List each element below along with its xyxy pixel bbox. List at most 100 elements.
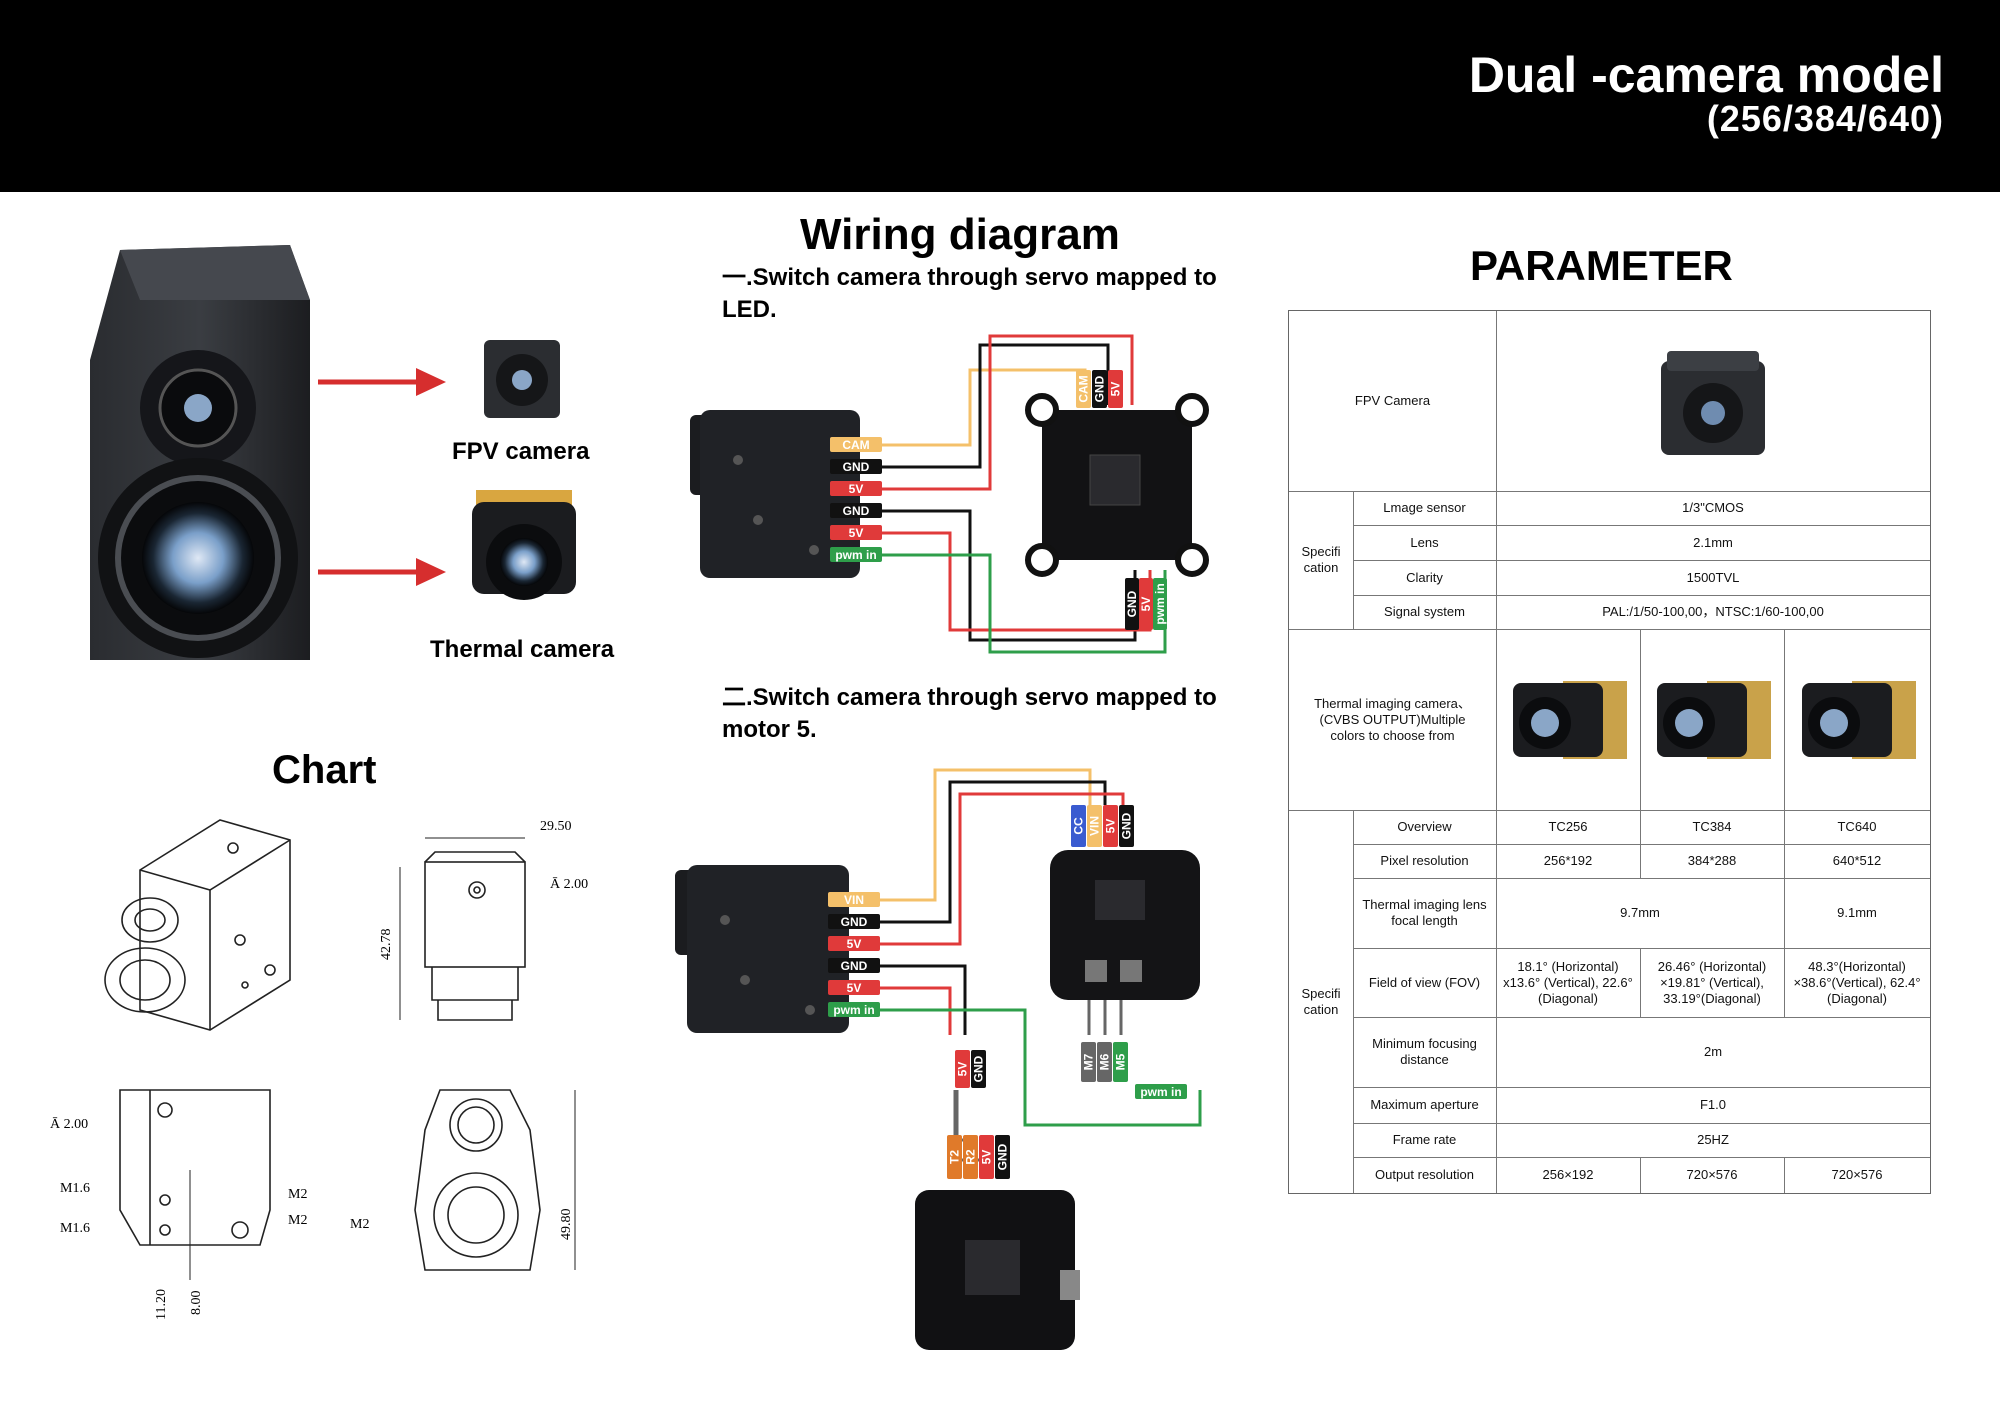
pixel-tc384: 384*288 bbox=[1687, 853, 1737, 868]
arrow-to-fpv bbox=[318, 368, 446, 396]
d1-fc-top-tag-0: CAM bbox=[1076, 370, 1091, 408]
d2-flight-controller bbox=[915, 1190, 1080, 1350]
d1-fc-bottom-tag-2: pwm in bbox=[1153, 578, 1167, 630]
d1-fc-bottom-tag-0: GND bbox=[1125, 578, 1139, 630]
d2-top-tag-2: 5V bbox=[1103, 805, 1118, 847]
frame-value: 25HZ bbox=[1697, 1132, 1729, 1147]
d2-wire-5 bbox=[828, 1008, 1202, 1127]
product-illustration bbox=[90, 245, 576, 660]
d1-cam-tag-5: pwm in bbox=[830, 547, 882, 562]
output-tc256: 256×192 bbox=[1542, 1167, 1594, 1182]
d2-wire-2 bbox=[828, 792, 1125, 946]
thermal-image-tc384 bbox=[1640, 629, 1784, 810]
d2-top-tag-0: CC bbox=[1071, 805, 1086, 847]
d1-cam-tag-0: CAM bbox=[830, 437, 882, 452]
d2-cam-tag-5: pwm in bbox=[828, 1002, 880, 1017]
thermal-thumbnail-1 bbox=[1513, 680, 1627, 759]
dual-camera-body bbox=[90, 245, 310, 660]
dim-11-20: 11.20 bbox=[154, 1289, 169, 1320]
dim-m2-a: M2 bbox=[288, 1187, 307, 1202]
row-value-sensor: 1/3"CMOS bbox=[1682, 500, 1744, 515]
fpv-camera-illustration bbox=[484, 340, 560, 418]
d2-cam-tag-0: VIN bbox=[828, 892, 880, 907]
dim-m2-b: M2 bbox=[288, 1213, 307, 1228]
svg-text:CC: CC bbox=[1072, 817, 1086, 835]
svg-text:5V: 5V bbox=[1104, 819, 1118, 834]
focal-tc256-384: 9.7mm bbox=[1620, 905, 1660, 920]
output-tc384: 720×576 bbox=[1686, 1167, 1738, 1182]
d2-cam-tag-3: GND bbox=[828, 958, 880, 973]
dim-8-00: 8.00 bbox=[189, 1291, 204, 1316]
fov-tc384: 26.46° (Horizontal) ×19.81° (Vertical), … bbox=[1657, 958, 1767, 1006]
row-value-signal: PAL:/1/50-100,00，NTSC:1/60-100,00 bbox=[1602, 604, 1824, 619]
d2-mid-tag-0: 5V bbox=[955, 1050, 970, 1088]
spec-label-2: Specifi cation bbox=[1301, 985, 1341, 1017]
parameter-title: PARAMETER bbox=[1470, 242, 1733, 289]
front-view bbox=[399, 837, 526, 1021]
wiring-title: Wiring diagram bbox=[800, 210, 1120, 259]
d2-motor-leads bbox=[1087, 1000, 1123, 1035]
d1-fc-top-tag-1: GND bbox=[1092, 370, 1107, 408]
row-label-lens: Lens bbox=[1410, 534, 1439, 550]
d2-cam-tag-4: 5V bbox=[828, 980, 880, 995]
thermal-image-tc256 bbox=[1496, 629, 1640, 810]
d1-cam-tag-1: GND bbox=[830, 459, 882, 474]
svg-text:T2: T2 bbox=[948, 1150, 962, 1164]
svg-text:pwm in: pwm in bbox=[835, 548, 876, 562]
d2-pwm-tag: pwm in bbox=[1135, 1084, 1187, 1099]
fov-tc256: 18.1° (Horizontal) x13.6° (Vertical), 22… bbox=[1503, 958, 1633, 1006]
wiring-step1: 一.Switch camera through servo mapped to … bbox=[722, 264, 1217, 323]
thermal-image-tc640 bbox=[1784, 629, 1930, 810]
d2-cam-tag-2: 5V bbox=[828, 936, 880, 951]
thermal-camera-label: Thermal camera bbox=[430, 636, 615, 663]
d1-wire-1 bbox=[830, 343, 1110, 469]
svg-text:M5: M5 bbox=[1114, 1053, 1128, 1070]
row-label-fov: Field of view (FOV) bbox=[1368, 974, 1481, 990]
svg-text:R2: R2 bbox=[964, 1149, 978, 1165]
thermal-camera-illustration bbox=[472, 490, 576, 600]
d2-fc-tag-0: T2 bbox=[947, 1135, 962, 1179]
chart-title: Chart bbox=[272, 748, 377, 792]
svg-text:M6: M6 bbox=[1098, 1053, 1112, 1070]
svg-text:VIN: VIN bbox=[844, 893, 864, 907]
svg-text:GND: GND bbox=[1093, 375, 1107, 402]
svg-text:5V: 5V bbox=[849, 526, 864, 540]
iso-view bbox=[104, 819, 291, 1031]
row-label-frame: Frame rate bbox=[1392, 1132, 1457, 1147]
thermal-thumbnail-2 bbox=[1657, 680, 1771, 759]
d2-cam-tag-1: GND bbox=[828, 914, 880, 929]
d1-camera bbox=[690, 410, 860, 578]
row-label-signal: Signal system bbox=[1384, 604, 1465, 619]
d1-cam-tag-2: 5V bbox=[830, 481, 882, 496]
svg-text:5V: 5V bbox=[849, 482, 864, 496]
svg-text:GND: GND bbox=[841, 959, 868, 973]
svg-text:VIN: VIN bbox=[1088, 816, 1102, 836]
side-view bbox=[119, 1089, 271, 1280]
thermal-camera-cell: Thermal imaging camera、(CVBS OUTPUT)Mult… bbox=[1314, 695, 1471, 743]
pixel-tc256: 256*192 bbox=[1543, 853, 1593, 868]
row-label-clarity: Clarity bbox=[1406, 569, 1443, 585]
d1-wire-2 bbox=[830, 334, 1134, 491]
d1-fc-bottom-tag-1: 5V bbox=[1139, 578, 1153, 630]
d1-wire-5 bbox=[830, 553, 1167, 654]
dim-29-50: 29.50 bbox=[540, 819, 572, 834]
overview-tc384: TC384 bbox=[1692, 819, 1732, 834]
d1-cam-tag-3: GND bbox=[830, 503, 882, 518]
arrow-to-thermal bbox=[318, 558, 446, 586]
header-bar bbox=[0, 0, 2000, 192]
pixel-tc640: 640*512 bbox=[1832, 853, 1882, 868]
spec-label-1: Specifi cation bbox=[1301, 544, 1341, 575]
svg-text:5V: 5V bbox=[847, 981, 862, 995]
wiring-step2: 二.Switch camera through servo mapped to … bbox=[722, 684, 1217, 743]
d2-top-tag-3: GND bbox=[1119, 805, 1134, 847]
svg-text:CAM: CAM bbox=[1077, 375, 1091, 402]
svg-text:GND: GND bbox=[843, 504, 870, 518]
d2-vtx-board bbox=[1050, 850, 1200, 1000]
d2-top-tag-1: VIN bbox=[1087, 805, 1102, 847]
d2-motor-tag-1: M6 bbox=[1097, 1042, 1112, 1082]
row-label-overview: Overview bbox=[1397, 819, 1452, 834]
fpv-camera-label: FPV camera bbox=[452, 438, 590, 465]
dim-42-78: 42.78 bbox=[379, 929, 394, 961]
svg-text:GND: GND bbox=[972, 1055, 986, 1082]
